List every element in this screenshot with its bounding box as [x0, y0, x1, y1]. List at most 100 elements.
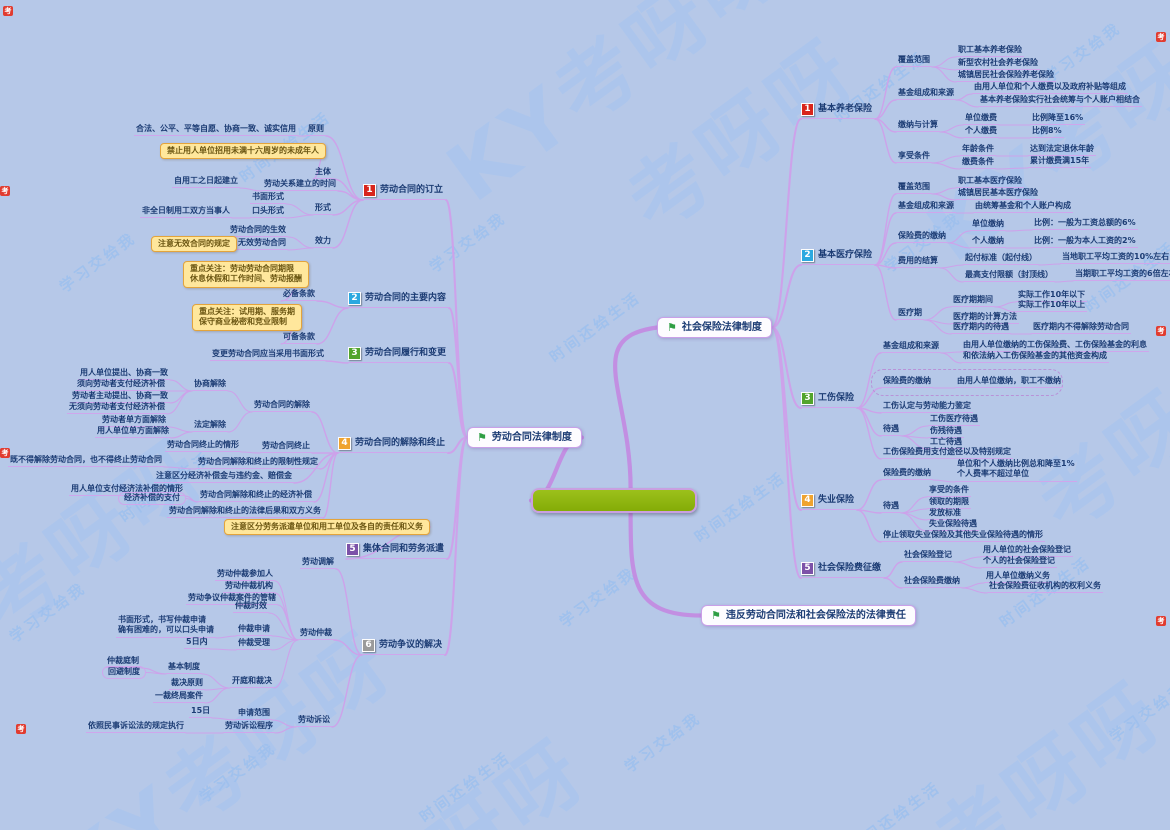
topic-rn_fugai1[interactable]: 覆盖范围	[896, 55, 932, 68]
topic-n_yuanze[interactable]: 原则	[306, 124, 326, 137]
topic-n_kaiting[interactable]: 开庭和裁决	[230, 676, 274, 689]
topic-rn_sy_dy[interactable]: 失业保险待遇	[927, 519, 979, 532]
topic-rn_ylq[interactable]: 医疗期	[896, 308, 924, 321]
topic-n_koutou[interactable]: 口头形式	[250, 206, 286, 219]
topic-rn_jijin1[interactable]: 基金组成和来源	[896, 88, 956, 101]
topic-n_sq_fanwei[interactable]: 申请范围	[236, 708, 272, 721]
topic-o_zhifu[interactable]: 经济补偿的支付	[118, 492, 186, 506]
topic-rn_dw_jn[interactable]: 单位缴纳	[970, 219, 1006, 232]
topic-rn_daiyu3[interactable]: 待遇	[881, 424, 901, 437]
topic-rn_gr_jf[interactable]: 个人缴费	[963, 126, 999, 139]
topic-vr[interactable]: ⚑违反劳动合同法和社会保险法的法律责任	[701, 605, 916, 626]
topic-n_ldz_df[interactable]: 劳动者单方面解除	[100, 415, 168, 428]
topic-rn_yh_jn[interactable]: 由用人单位缴纳，职工不缴纳	[955, 376, 1063, 389]
topic-n_wuxiao[interactable]: 无效劳动合同	[236, 238, 288, 251]
topic-rn_feiyong[interactable]: 费用的结算	[896, 256, 940, 269]
topic-rn_gr_jn[interactable]: 个人缴纳	[970, 236, 1006, 249]
topic-n_zhongcai[interactable]: 劳动仲裁	[298, 628, 334, 641]
topic-o_huibi[interactable]: 回避制度	[102, 666, 146, 680]
topic-rn_ylq_dy[interactable]: 医疗期内的待遇	[951, 322, 1011, 335]
topic-n_xiaoli[interactable]: 效力	[313, 236, 333, 249]
topic-rn_cz_yil[interactable]: 城镇居民基本医疗保险	[956, 188, 1040, 201]
topic-n_ldz_tichu[interactable]: 劳动者主动提出、协商一致	[70, 391, 170, 404]
topic-n_shumian[interactable]: 书面形式	[250, 192, 286, 205]
topic-rn_bili2[interactable]: 比例：一般为本人工资的2%	[1032, 236, 1138, 249]
topic-rn_leiji[interactable]: 累计缴费满15年	[1028, 156, 1092, 169]
topic-rn_daiyu4[interactable]: 待遇	[881, 501, 901, 514]
topic-n_xieshang[interactable]: 协商解除	[192, 379, 228, 392]
topic-rn_xinxing[interactable]: 新型农村社会养老保险	[956, 58, 1040, 71]
topic-n_hefa[interactable]: 合法、公平、平等自愿、协商一致、诚实信用	[134, 124, 298, 137]
topic-n_bibei[interactable]: 必备条款	[281, 289, 317, 302]
topic-n_xuxiang[interactable]: 须向劳动者支付经济补偿	[75, 379, 167, 392]
topic-rn_tujing[interactable]: 工伤保险费用支付途径以及特别规定	[881, 447, 1013, 460]
topic-n_zhongzhi[interactable]: 劳动合同终止	[260, 441, 312, 454]
topic-n_wuxu[interactable]: 无须向劳动者支付经济补偿	[67, 402, 167, 415]
topic-rn_tongchou1[interactable]: 基本养老保险实行社会统筹与个人账户相结合	[978, 95, 1142, 108]
topic-rn_sb_dj[interactable]: 社会保险登记	[902, 550, 954, 563]
topic-n_yicai[interactable]: 一裁终局案件	[153, 691, 205, 704]
topic-rn_jijin3[interactable]: 基金组成和来源	[881, 341, 941, 354]
topic-rn_xiangshou1[interactable]: 享受条件	[896, 151, 932, 164]
topic-rn_qifu[interactable]: 起付标准（起付线）	[963, 253, 1039, 266]
topic-rn_ylq_js[interactable]: 医疗期的计算方法	[951, 312, 1019, 325]
topic-rn_jiaona1[interactable]: 缴纳与计算	[896, 120, 940, 133]
topic-y_jinzhi[interactable]: 禁止用人单位招用未满十六周岁的未成年人	[160, 143, 326, 160]
topic-n_zc_shixiao[interactable]: 仲裁时效	[233, 601, 269, 614]
topic-rn_bxf4[interactable]: 保险费的缴纳	[881, 468, 933, 481]
topic-rn_sbf_jn[interactable]: 社会保险费缴纳	[902, 576, 962, 589]
topic-n_yizhao[interactable]: 依照民事诉讼法的规定执行	[86, 721, 186, 734]
topic-rn_zuigao[interactable]: 最高支付限额（封顶线）	[963, 270, 1055, 283]
topic-rn_zg_yl[interactable]: 职工基本养老保险	[956, 45, 1024, 58]
topic-n_jb_zhidu[interactable]: 基本制度	[166, 662, 202, 675]
topic-n_ss_chengxu[interactable]: 劳动诉讼程序	[223, 721, 275, 734]
topic-n_qufen_jj[interactable]: 注意区分经济补偿金与违约金、赔偿金	[154, 471, 294, 484]
topic-rn_cz_yl[interactable]: 城镇居民社会保险养老保险	[956, 70, 1056, 83]
topic-rn_tc_jijin[interactable]: 由统筹基金和个人账户构成	[973, 201, 1073, 214]
topic-rn_fafang[interactable]: 发放标准	[927, 508, 963, 521]
topic-n_zc_shenqing[interactable]: 仲裁申请	[236, 624, 272, 637]
topic-y_zdgz1[interactable]: 重点关注：劳动劳动合同期限 休息休假和工作时间、劳动报酬	[183, 261, 309, 288]
topic-n_zz_qx[interactable]: 劳动合同终止的情形	[165, 440, 241, 453]
topic-rn_dw_jf[interactable]: 单位缴费	[963, 113, 999, 126]
topic-rn_bxf2[interactable]: 保险费的缴纳	[896, 231, 948, 244]
topic-n_susong[interactable]: 劳动诉讼	[296, 715, 332, 728]
topic-rn_bili16[interactable]: 比例降至16%	[1030, 113, 1086, 126]
topic-n_jibude[interactable]: 既不得解除劳动合同，也不得终止劳动合同	[8, 455, 164, 468]
topic-y_wuxiao[interactable]: 注意无效合同的规定	[151, 236, 237, 253]
topic-n_feiquan[interactable]: 非全日制用工双方当事人	[140, 206, 232, 219]
topic-n_15ri[interactable]: 15日	[189, 706, 213, 719]
topic-n_caijue[interactable]: 裁决原则	[169, 678, 205, 691]
topic-n_zhuti[interactable]: 主体	[313, 167, 333, 180]
topic-n_yr_tichu[interactable]: 用人单位提出、协商一致	[78, 368, 170, 381]
topic-rn_zg_yil[interactable]: 职工基本医疗保险	[956, 176, 1024, 189]
topic-rn_tingzhi[interactable]: 停止领取失业保险及其他失业保险待遇的情形	[881, 530, 1045, 543]
topic-rn_bili6[interactable]: 比例：一般为工资总额的6%	[1032, 218, 1138, 231]
topic-n_houguo[interactable]: 劳动合同解除和终止的法律后果和双方义务	[167, 506, 323, 519]
topic-n_shengxiao[interactable]: 劳动合同的生效	[228, 225, 288, 238]
topic-rn_zhengshou[interactable]: 社会保险费征收机构的权利义务	[987, 581, 1103, 594]
topic-n_sq_xs[interactable]: 书面形式，书写仲裁申请 确有困难的，可以口头申请	[116, 615, 216, 638]
topic-rn_dangqi[interactable]: 当期职工平均工资的6倍左右	[1073, 269, 1170, 282]
topic-n_biangeng[interactable]: 变更劳动合同应当采用书面形式	[210, 349, 326, 362]
topic-rn_10yx[interactable]: 实际工作10年以下	[1016, 290, 1088, 303]
topic-rn_yr_dj[interactable]: 用人单位的社会保险登记	[981, 545, 1073, 558]
topic-n_fading[interactable]: 法定解除	[192, 420, 228, 433]
topic-n_ldgx[interactable]: 劳动关系建立的时间	[262, 179, 338, 192]
topic-n_5ri[interactable]: 5日内	[184, 637, 210, 650]
topic-rn_bili8[interactable]: 比例8%	[1030, 126, 1064, 139]
topic-rn_bxf3[interactable]: 保险费的缴纳	[881, 376, 933, 389]
topic-rn_rending[interactable]: 工伤认定与劳动能力鉴定	[881, 401, 973, 414]
topic-rn_yifa[interactable]: 和依法纳入工伤保险基金的其他资金构成	[961, 351, 1109, 364]
topic-lc[interactable]: ⚑劳动合同法律制度	[467, 427, 582, 448]
topic-n_jj_buchang[interactable]: 劳动合同解除和终止的经济补偿	[198, 490, 314, 503]
topic-rn_zucheng1[interactable]: 由用人单位和个人缴费以及政府补贴等组成	[972, 82, 1128, 95]
topic-rn_zonghe[interactable]: 单位和个人缴纳比例总和降至1% 个人费率不超过单位	[955, 459, 1077, 482]
topic-n_ziyong[interactable]: 自用工之日起建立	[172, 176, 240, 189]
